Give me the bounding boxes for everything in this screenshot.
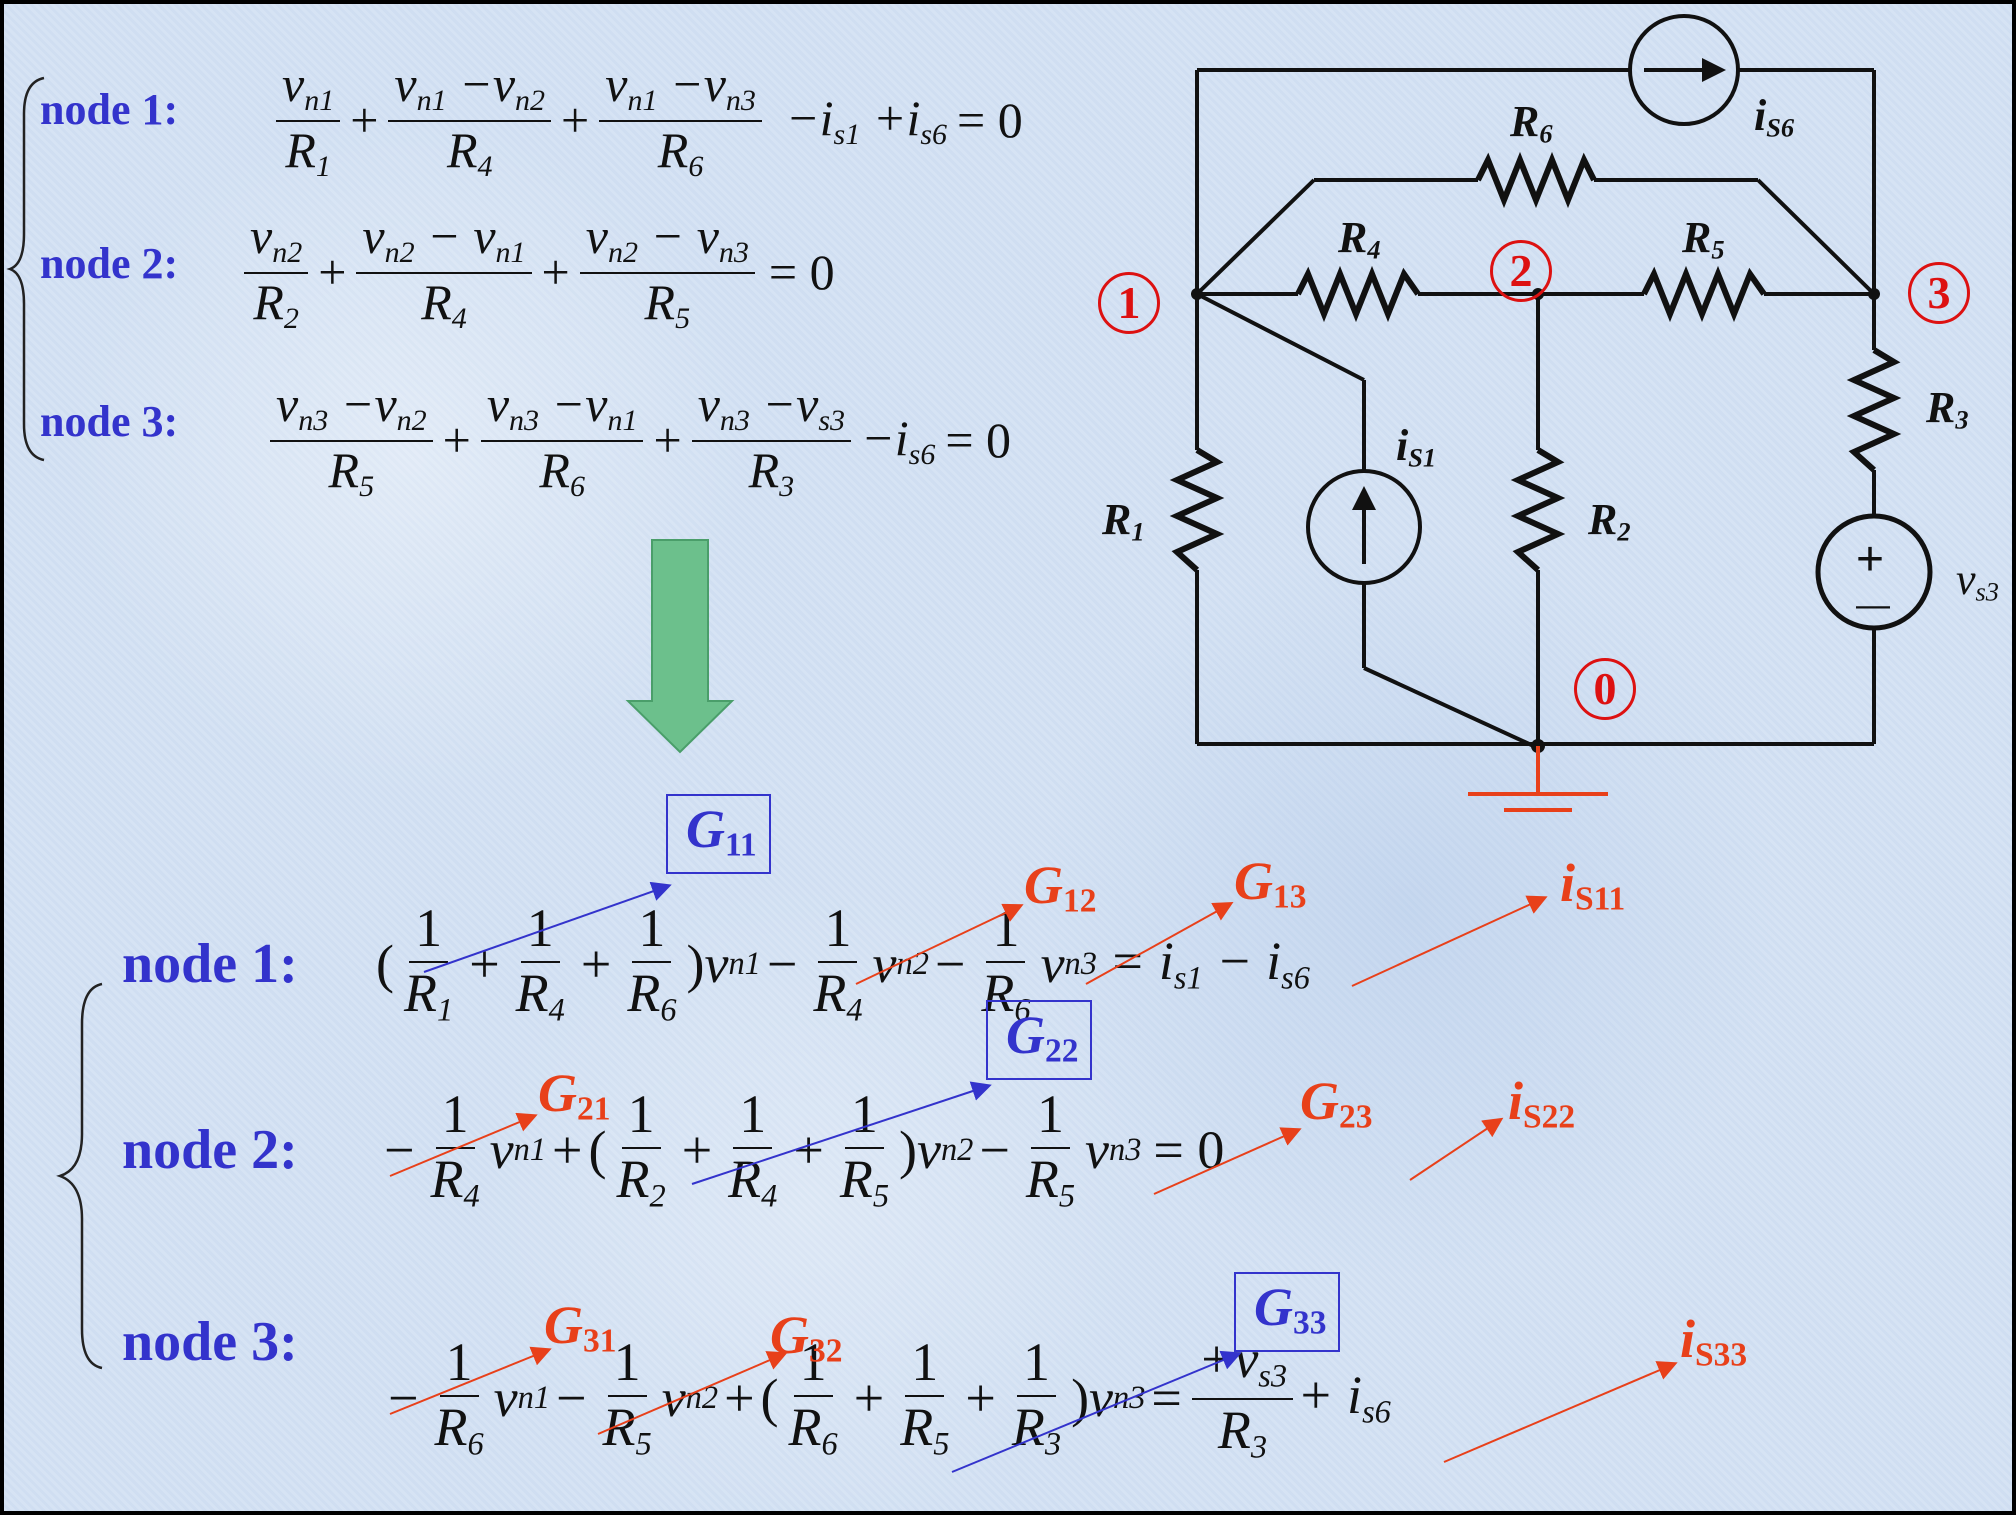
node0-marker: 0 bbox=[1574, 658, 1636, 720]
label-vs3: vs3 bbox=[1956, 555, 1999, 607]
circuit-diagram bbox=[1169, 14, 1933, 812]
green-down-arrow bbox=[625, 539, 735, 754]
arrow-is33 bbox=[1443, 1361, 1678, 1463]
arrow-g11 bbox=[423, 881, 672, 973]
annotation-g31: G31 bbox=[544, 1295, 617, 1360]
node1-marker: 1 bbox=[1098, 272, 1160, 334]
annotation-is22: iS22 bbox=[1508, 1071, 1576, 1136]
node2-marker: 2 bbox=[1490, 240, 1552, 302]
ground-symbol bbox=[1468, 746, 1608, 812]
annotation-g21: G21 bbox=[538, 1063, 611, 1128]
voltage-source-vs3 bbox=[1815, 513, 1933, 631]
resistor-r5 bbox=[1641, 265, 1767, 323]
annotation-g23: G23 bbox=[1300, 1071, 1373, 1136]
bottom-node3-label: node 3: bbox=[122, 1311, 298, 1373]
top-node3-label: node 3: bbox=[40, 397, 179, 446]
bottom-brace bbox=[56, 982, 103, 1370]
arrow-g33 bbox=[951, 1350, 1242, 1473]
label-r3: R3 bbox=[1926, 383, 1969, 435]
annotation-g13: G13 bbox=[1234, 851, 1307, 916]
resistor-r2 bbox=[1510, 447, 1566, 573]
is1-arrow-head bbox=[1352, 486, 1376, 510]
resistor-r1 bbox=[1169, 447, 1225, 573]
arrow-g23 bbox=[1153, 1127, 1302, 1195]
arrow-is22 bbox=[1409, 1117, 1504, 1181]
top-node2-label: node 2: bbox=[40, 239, 179, 288]
arrow-g21 bbox=[389, 1112, 538, 1177]
label-r2: R2 bbox=[1588, 495, 1631, 547]
label-is1: iS1 bbox=[1396, 421, 1437, 473]
node3-marker: 3 bbox=[1908, 262, 1970, 324]
arrow-g12 bbox=[855, 903, 1024, 985]
arrow-g22 bbox=[691, 1081, 992, 1185]
label-r6: R6 bbox=[1510, 97, 1553, 149]
label-r4: R4 bbox=[1338, 213, 1381, 265]
bottom-node2-label: node 2: bbox=[122, 1119, 298, 1181]
label-r5: R5 bbox=[1682, 213, 1725, 265]
current-source-is6 bbox=[1628, 14, 1740, 126]
vs3-plus-sign: + bbox=[1856, 533, 1885, 586]
annotation-g12: G12 bbox=[1024, 855, 1097, 920]
is6-arrow-head bbox=[1702, 58, 1726, 82]
bottom-node1-label: node 1: bbox=[122, 933, 298, 995]
resistor-r3 bbox=[1846, 347, 1902, 473]
arrow-g31 bbox=[389, 1346, 552, 1415]
arrow-is11 bbox=[1351, 895, 1548, 987]
resistor-symbols bbox=[1169, 151, 1902, 573]
label-is6: iS6 bbox=[1754, 91, 1795, 143]
node3-dot bbox=[1868, 288, 1880, 300]
circuit-wires bbox=[1195, 68, 1876, 750]
annotation-is33: iS33 bbox=[1680, 1309, 1748, 1374]
annotation-g11: G11 bbox=[666, 794, 771, 875]
label-r1: R1 bbox=[1102, 495, 1145, 547]
arrow-g32 bbox=[597, 1351, 788, 1435]
node1-dot bbox=[1191, 288, 1203, 300]
annotation-g22: G22 bbox=[986, 1000, 1093, 1081]
current-source-is1 bbox=[1306, 469, 1422, 585]
arrow-g13 bbox=[1085, 902, 1234, 985]
top-brace bbox=[6, 76, 45, 462]
annotation-g32: G32 bbox=[770, 1305, 843, 1370]
decoration-layer bbox=[6, 76, 735, 1370]
resistor-r6 bbox=[1475, 151, 1597, 209]
resistor-r4 bbox=[1295, 265, 1421, 323]
top-node1-label: node 1: bbox=[40, 85, 179, 134]
annotation-is11: iS11 bbox=[1560, 853, 1626, 918]
annotation-arrows bbox=[389, 881, 1678, 1473]
vs3-minus-sign: — bbox=[1856, 586, 1890, 624]
annotation-g33: G33 bbox=[1234, 1272, 1341, 1353]
